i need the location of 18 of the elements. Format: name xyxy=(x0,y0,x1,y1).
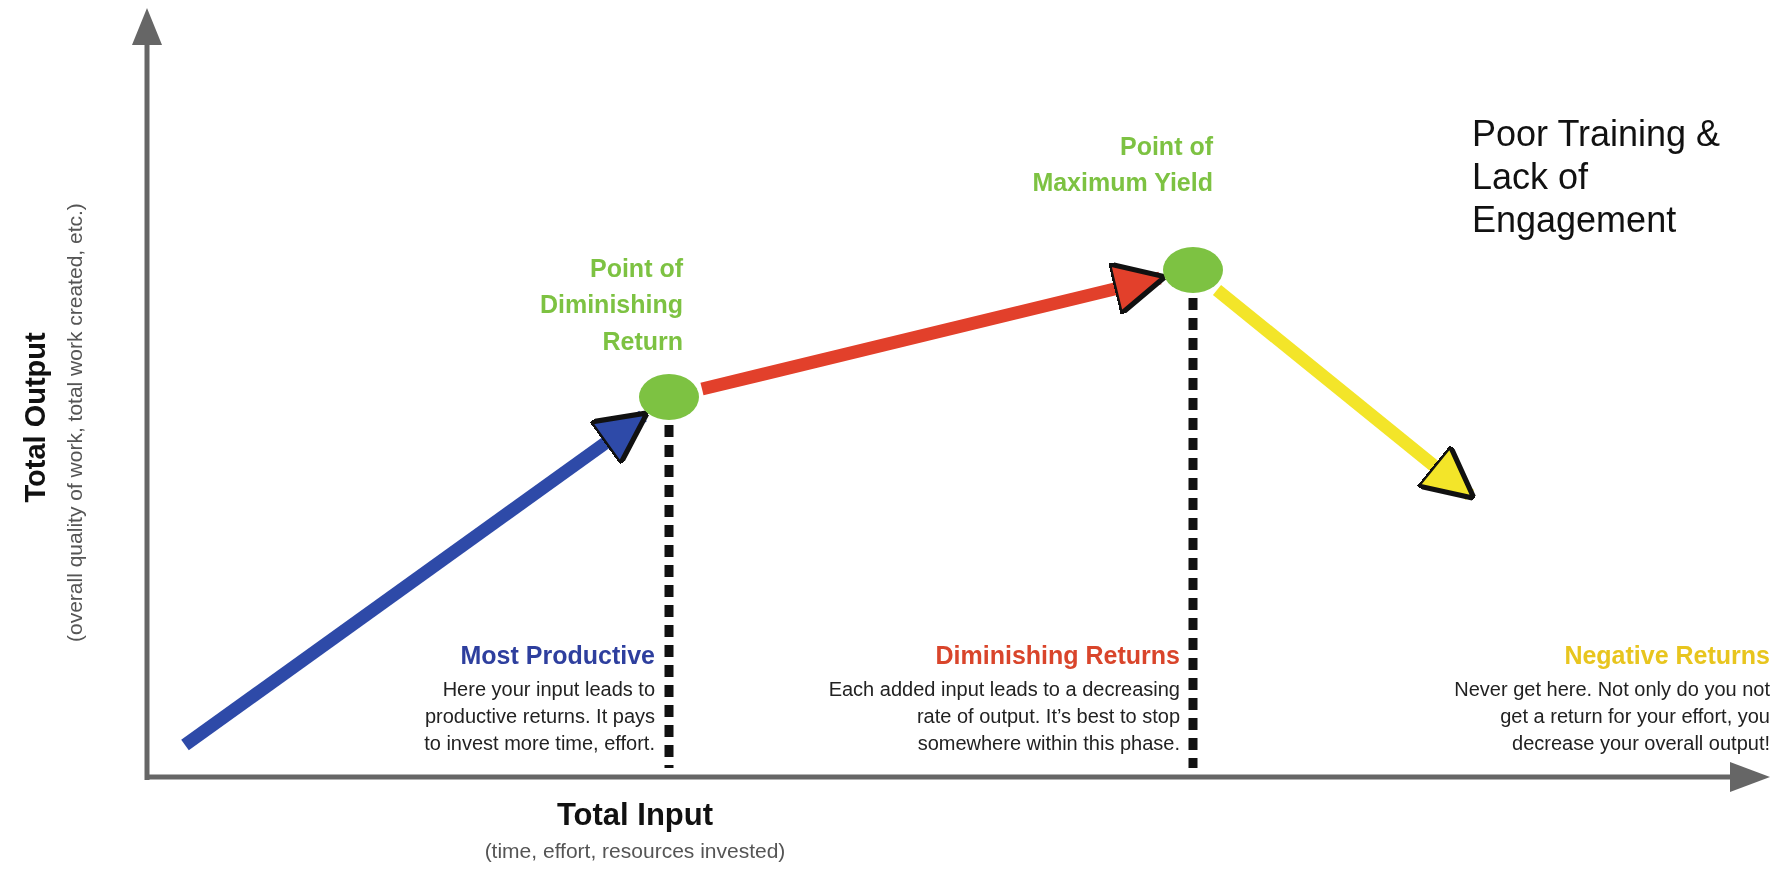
phase-heading: Negative Returns xyxy=(1563,640,1770,670)
arrow xyxy=(181,410,650,751)
annotation-text: Poor Training & Lack of Engagement xyxy=(1472,112,1722,242)
point-marker xyxy=(1162,246,1224,294)
point-label: Point of Maximum Yield xyxy=(1031,131,1213,199)
point-label: Point of Diminishing Return xyxy=(538,253,683,357)
arrow xyxy=(700,261,1168,396)
phase-description: Here your input leads to productive returns. It pays to invest more time, effort. xyxy=(423,677,655,756)
phase-description: Never get here. Not only do you not get a return for your effort, you decrease your overall output! xyxy=(1453,677,1770,756)
axis-title: Total Input xyxy=(555,796,715,834)
arrow xyxy=(1212,284,1477,501)
axis-title: Total Output xyxy=(17,331,52,505)
phase-heading: Diminishing Returns xyxy=(934,640,1180,670)
phase-description: Each added input leads to a decreasing rate of output. It’s best to stop somewhere within this phase. xyxy=(827,677,1180,756)
axis-subtitle: (time, effort, resources invested) xyxy=(483,838,787,864)
axis-subtitle: (overall quality of work, total work created, etc.) xyxy=(62,202,88,644)
phase-heading: Most Productive xyxy=(459,640,655,670)
point-marker xyxy=(638,373,700,421)
